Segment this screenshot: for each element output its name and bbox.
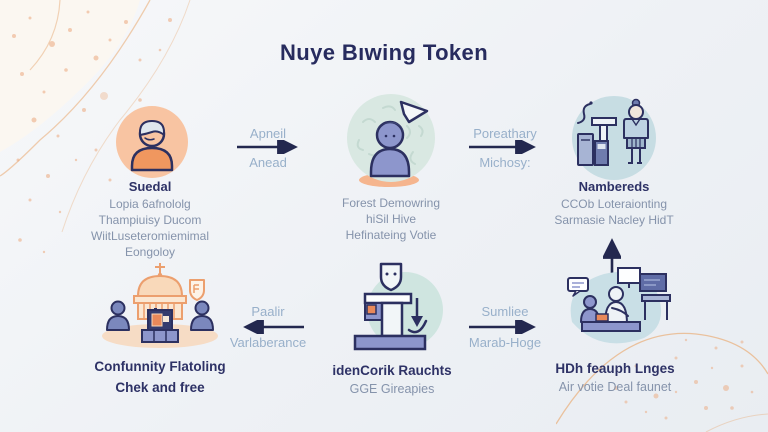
node-voter-profile-line: Lopia 6afnololg [109, 197, 191, 211]
node-token-holder-text: Forest Demowring hiSil Hive Hefinateing … [281, 195, 501, 243]
page-title: Nuye Bıwing Token [279, 40, 489, 65]
node-results-text: HDh feauph Lnges Air votie Deal faunet [500, 358, 730, 395]
node-results-line: Air votie Deal faunet [558, 380, 672, 394]
corner-decoration-bottom-right [556, 332, 768, 432]
arrow3-left-icon [243, 320, 304, 334]
node-ballot-line: GGE Gireapies [349, 382, 435, 396]
node-community-title: Chek and free [115, 380, 205, 395]
arrow2-label-bottom: Michosy: [479, 155, 531, 170]
node-community-text: Confunnity Flatoling Chek and free [40, 356, 280, 398]
node-results-title: HDh feauph Lnges [555, 361, 675, 376]
arrow4-right-icon [469, 320, 536, 334]
node-voter-profile-line: WiitLuseteromiemimal [90, 229, 210, 243]
node-registration-line: CCOb Loteraionting [560, 197, 668, 211]
node-token-holder-line: Forest Demowring [341, 196, 441, 210]
node-registration-text: Nambereds CCOb Loteraionting Sarmasie Na… [499, 178, 729, 228]
arrow2-label-top: Poreathary [473, 126, 537, 141]
node-voter-profile-text: Suedal Lopia 6afnololg Thampiuisy Ducom … [40, 178, 260, 260]
node-token-holder-line: hiSil Hive [365, 212, 416, 226]
arrow4-label-top: Sumliee [481, 304, 529, 319]
ballot-machine-icon [353, 262, 443, 351]
node-token-holder-line: Hefinateing Votie [345, 228, 437, 242]
person-paper-plane-icon [347, 94, 435, 187]
results-desk-icon [567, 267, 671, 344]
arrow1-label-bottom: Anead [249, 155, 287, 170]
community-building-icon [102, 263, 218, 348]
node-community-title: Confunnity Flatoling [94, 359, 226, 374]
node-voter-profile-line: Eongoloy [124, 245, 176, 259]
arrow3-label-top: Paalir [251, 304, 285, 319]
arrow3-label-bottom: Varlaberance [229, 335, 307, 350]
arrow4-label-bottom: Marab-Hoge [468, 335, 542, 350]
node-ballot-text: idenCorik Rauchts GGE Gireapies [277, 360, 507, 397]
person-orange-icon [116, 106, 188, 178]
corner-decoration-top-left [0, 0, 191, 254]
node-voter-profile-line: Thampiuisy Ducom [98, 213, 202, 227]
node-ballot-title: idenCorik Rauchts [332, 363, 452, 378]
arrow1-label-top: Apneil [249, 126, 287, 141]
arrow2-right-icon [469, 140, 536, 154]
voting-station-icon [572, 96, 656, 180]
node-registration-line: Sarmasie Nacley HidT [554, 213, 674, 227]
node-registration-title: Nambereds [578, 179, 650, 194]
arrow1-right-icon [237, 140, 298, 154]
node-voter-profile-title: Suedal [128, 179, 172, 194]
